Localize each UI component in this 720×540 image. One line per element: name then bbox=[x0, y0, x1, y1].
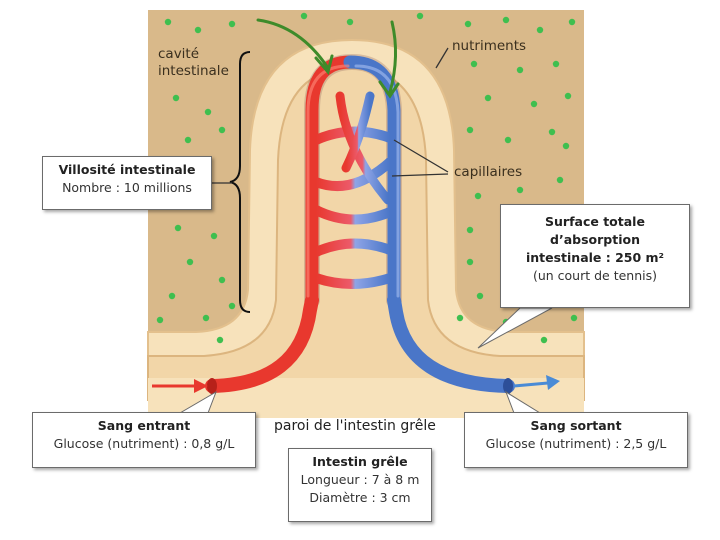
surface-line-1: Surface totale bbox=[545, 214, 645, 229]
intestin-longueur: Longueur : 7 à 8 m bbox=[300, 472, 420, 487]
nutrient-dot bbox=[202, 314, 210, 322]
sang-entrant-title: Sang entrant bbox=[97, 418, 191, 433]
nutrient-dot bbox=[502, 16, 510, 24]
nutrient-dot bbox=[184, 136, 192, 144]
capillary-network bbox=[205, 53, 515, 393]
nutrient-dot bbox=[530, 100, 538, 108]
outgoing-vessel bbox=[387, 293, 515, 393]
nutriments-label: nutriments bbox=[452, 38, 527, 54]
nutrient-dot bbox=[476, 292, 484, 300]
surface-line-2: d’absorption bbox=[550, 232, 640, 247]
nutrient-dot bbox=[416, 12, 424, 20]
surface-callout-tail bbox=[477, 307, 553, 349]
absorption-arrows bbox=[256, 18, 400, 99]
nutrient-dot bbox=[172, 94, 180, 102]
nutrient-dot bbox=[228, 20, 236, 28]
nutrient-dot bbox=[564, 92, 572, 100]
sang-sortant-glucose: Glucose (nutriment) : 2,5 g/L bbox=[485, 436, 667, 451]
nutrient-dot bbox=[168, 292, 176, 300]
nutrient-dot bbox=[300, 12, 308, 20]
nutrient-dot bbox=[228, 302, 236, 310]
blood-in-arrow bbox=[152, 379, 208, 393]
nutrient-dot bbox=[516, 186, 524, 194]
nutrient-dot bbox=[548, 128, 556, 136]
nutrient-dot bbox=[204, 108, 212, 116]
nutrient-dot bbox=[552, 60, 560, 68]
paroi-label: paroi de l'intestin grêle bbox=[274, 418, 436, 434]
nutrient-dot bbox=[456, 314, 464, 322]
villus-height-brace bbox=[229, 51, 251, 313]
vessel-end-right bbox=[503, 378, 513, 394]
cavite-label: cavité intestinale bbox=[158, 46, 229, 79]
incoming-vessel bbox=[205, 293, 319, 393]
nutrient-dot bbox=[210, 232, 218, 240]
nutrient-dot bbox=[466, 226, 474, 234]
nutrient-dot bbox=[156, 316, 164, 324]
nutrient-dot bbox=[474, 192, 482, 200]
nutrient-dot bbox=[216, 336, 224, 344]
vessel-end-left bbox=[207, 378, 217, 394]
nutrient-dot bbox=[164, 18, 172, 26]
nutrient-dot bbox=[464, 20, 472, 28]
nutrient-dot bbox=[562, 142, 570, 150]
intestin-diametre: Diamètre : 3 cm bbox=[309, 490, 411, 505]
intestin-box: Intestin grêle Longueur : 7 à 8 m Diamèt… bbox=[288, 448, 432, 522]
villosite-title: Villosité intestinale bbox=[58, 162, 196, 177]
surface-note: (un court de tennis) bbox=[532, 268, 658, 283]
sang-sortant-box: Sang sortant Glucose (nutriment) : 2,5 g… bbox=[464, 412, 688, 468]
nutrient-dot bbox=[504, 136, 512, 144]
sang-sortant-title: Sang sortant bbox=[530, 418, 622, 433]
nutrient-dot bbox=[186, 258, 194, 266]
nutrient-dot bbox=[540, 336, 548, 344]
nutrient-dot bbox=[218, 276, 226, 284]
nutrient-dot bbox=[570, 314, 578, 322]
blood-out-arrow bbox=[513, 375, 560, 390]
villosite-count: Nombre : 10 millions bbox=[62, 180, 192, 195]
capillaires-label: capillaires bbox=[454, 164, 523, 180]
sang-entrant-glucose: Glucose (nutriment) : 0,8 g/L bbox=[53, 436, 235, 451]
nutrient-dot bbox=[556, 176, 564, 184]
nutrient-dot bbox=[174, 224, 182, 232]
leader-lines bbox=[212, 47, 449, 184]
nutrient-dot bbox=[466, 126, 474, 134]
nutrient-dot bbox=[470, 60, 478, 68]
nutrient-dot bbox=[536, 26, 544, 34]
nutrient-dot bbox=[516, 66, 524, 74]
villosite-box: Villosité intestinale Nombre : 10 millio… bbox=[42, 156, 212, 210]
nutrient-dot bbox=[194, 26, 202, 34]
nutrient-dot bbox=[218, 126, 226, 134]
surface-box: Surface totale d’absorption intestinale … bbox=[500, 204, 690, 308]
nutrient-dot bbox=[466, 258, 474, 266]
intestin-title: Intestin grêle bbox=[312, 454, 408, 469]
nutrient-dot bbox=[346, 18, 354, 26]
sang-entrant-box: Sang entrant Glucose (nutriment) : 0,8 g… bbox=[32, 412, 256, 468]
nutrient-dot bbox=[484, 94, 492, 102]
surface-line-3: intestinale : 250 m² bbox=[525, 250, 665, 265]
nutrient-dot bbox=[568, 18, 576, 26]
